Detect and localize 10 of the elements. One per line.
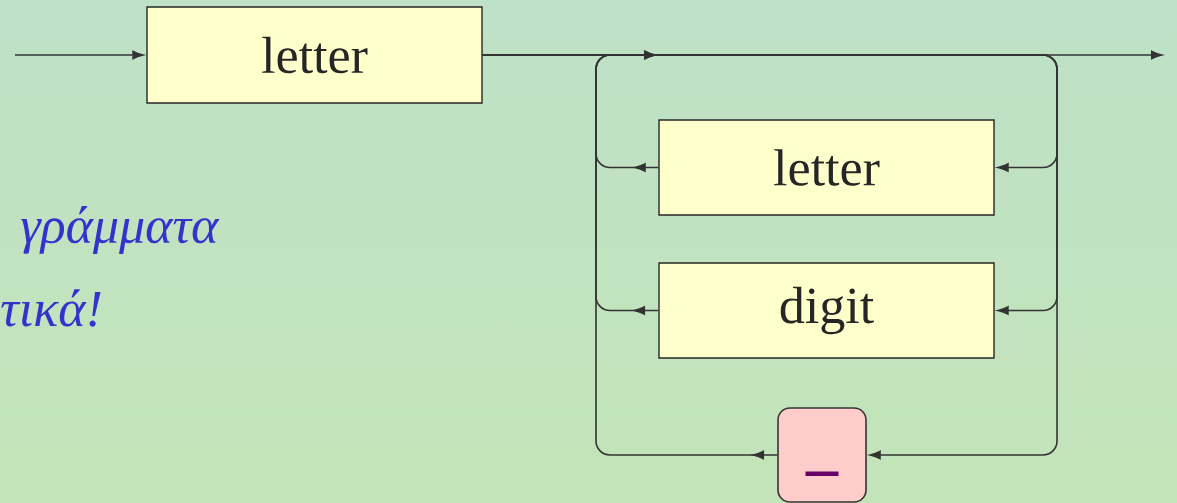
underscore-box xyxy=(777,407,867,503)
process-box: digit xyxy=(658,262,995,359)
annotation-text: γράμματα xyxy=(21,206,220,254)
underscore-symbol: _ xyxy=(805,471,839,476)
process-box: letter xyxy=(146,6,483,104)
process-box: letter xyxy=(658,119,995,216)
arrow xyxy=(481,54,1058,460)
annotation-text: τικά! xyxy=(1,289,101,327)
arrow xyxy=(14,50,144,60)
arrow xyxy=(595,50,778,460)
